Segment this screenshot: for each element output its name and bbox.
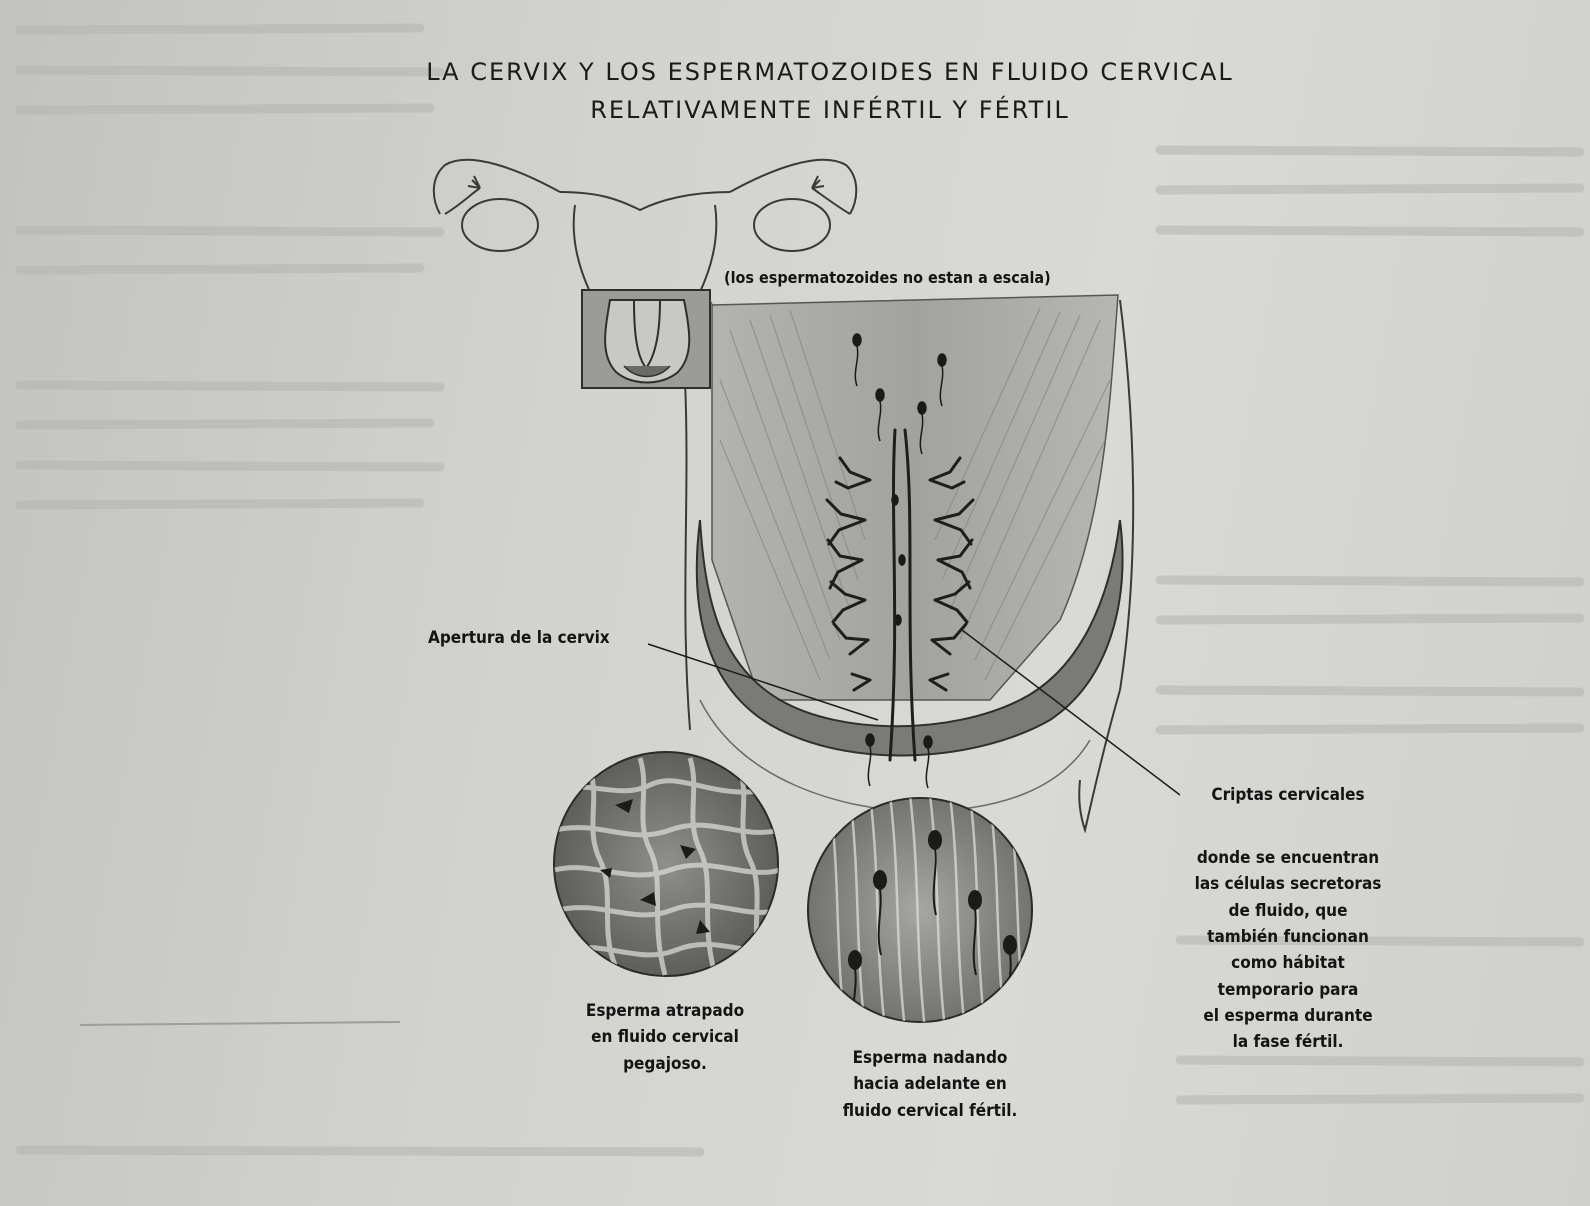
fertile-fluid-magnified-view — [807, 797, 1033, 1023]
label-leader-lines — [647, 629, 1181, 796]
cervix-opening-label: Apertura de la cervix — [428, 628, 610, 648]
sticky-fluid-magnified-view — [553, 751, 779, 977]
scale-note: (los espermatozoides no estan a escala) — [724, 268, 1051, 287]
crypt-branch-icon — [825, 428, 975, 762]
cervical-crypts-description: donde se encuentran las células secretor… — [1194, 848, 1382, 1053]
diagram-title-line-1: LA CERVIX Y LOS ESPERMATOZOIDES EN FLUID… — [426, 58, 1234, 86]
diagram-title-line-2: RELATIVAMENTE INFÉRTIL Y FÉRTIL — [590, 96, 1070, 124]
fertile-fluid-caption: Esperma nadando hacia adelante en fluido… — [842, 1048, 1018, 1121]
sperm-icon — [852, 333, 947, 789]
cervix-enlarged-view — [695, 294, 1124, 813]
cervix-crosssection-icon — [581, 289, 711, 389]
cervical-crypts-label: Criptas cervicales — [1211, 785, 1365, 805]
uterus-outline-icon — [432, 158, 1135, 834]
sticky-fluid-caption: Esperma atrapado en fluido cervical pega… — [585, 1001, 745, 1074]
